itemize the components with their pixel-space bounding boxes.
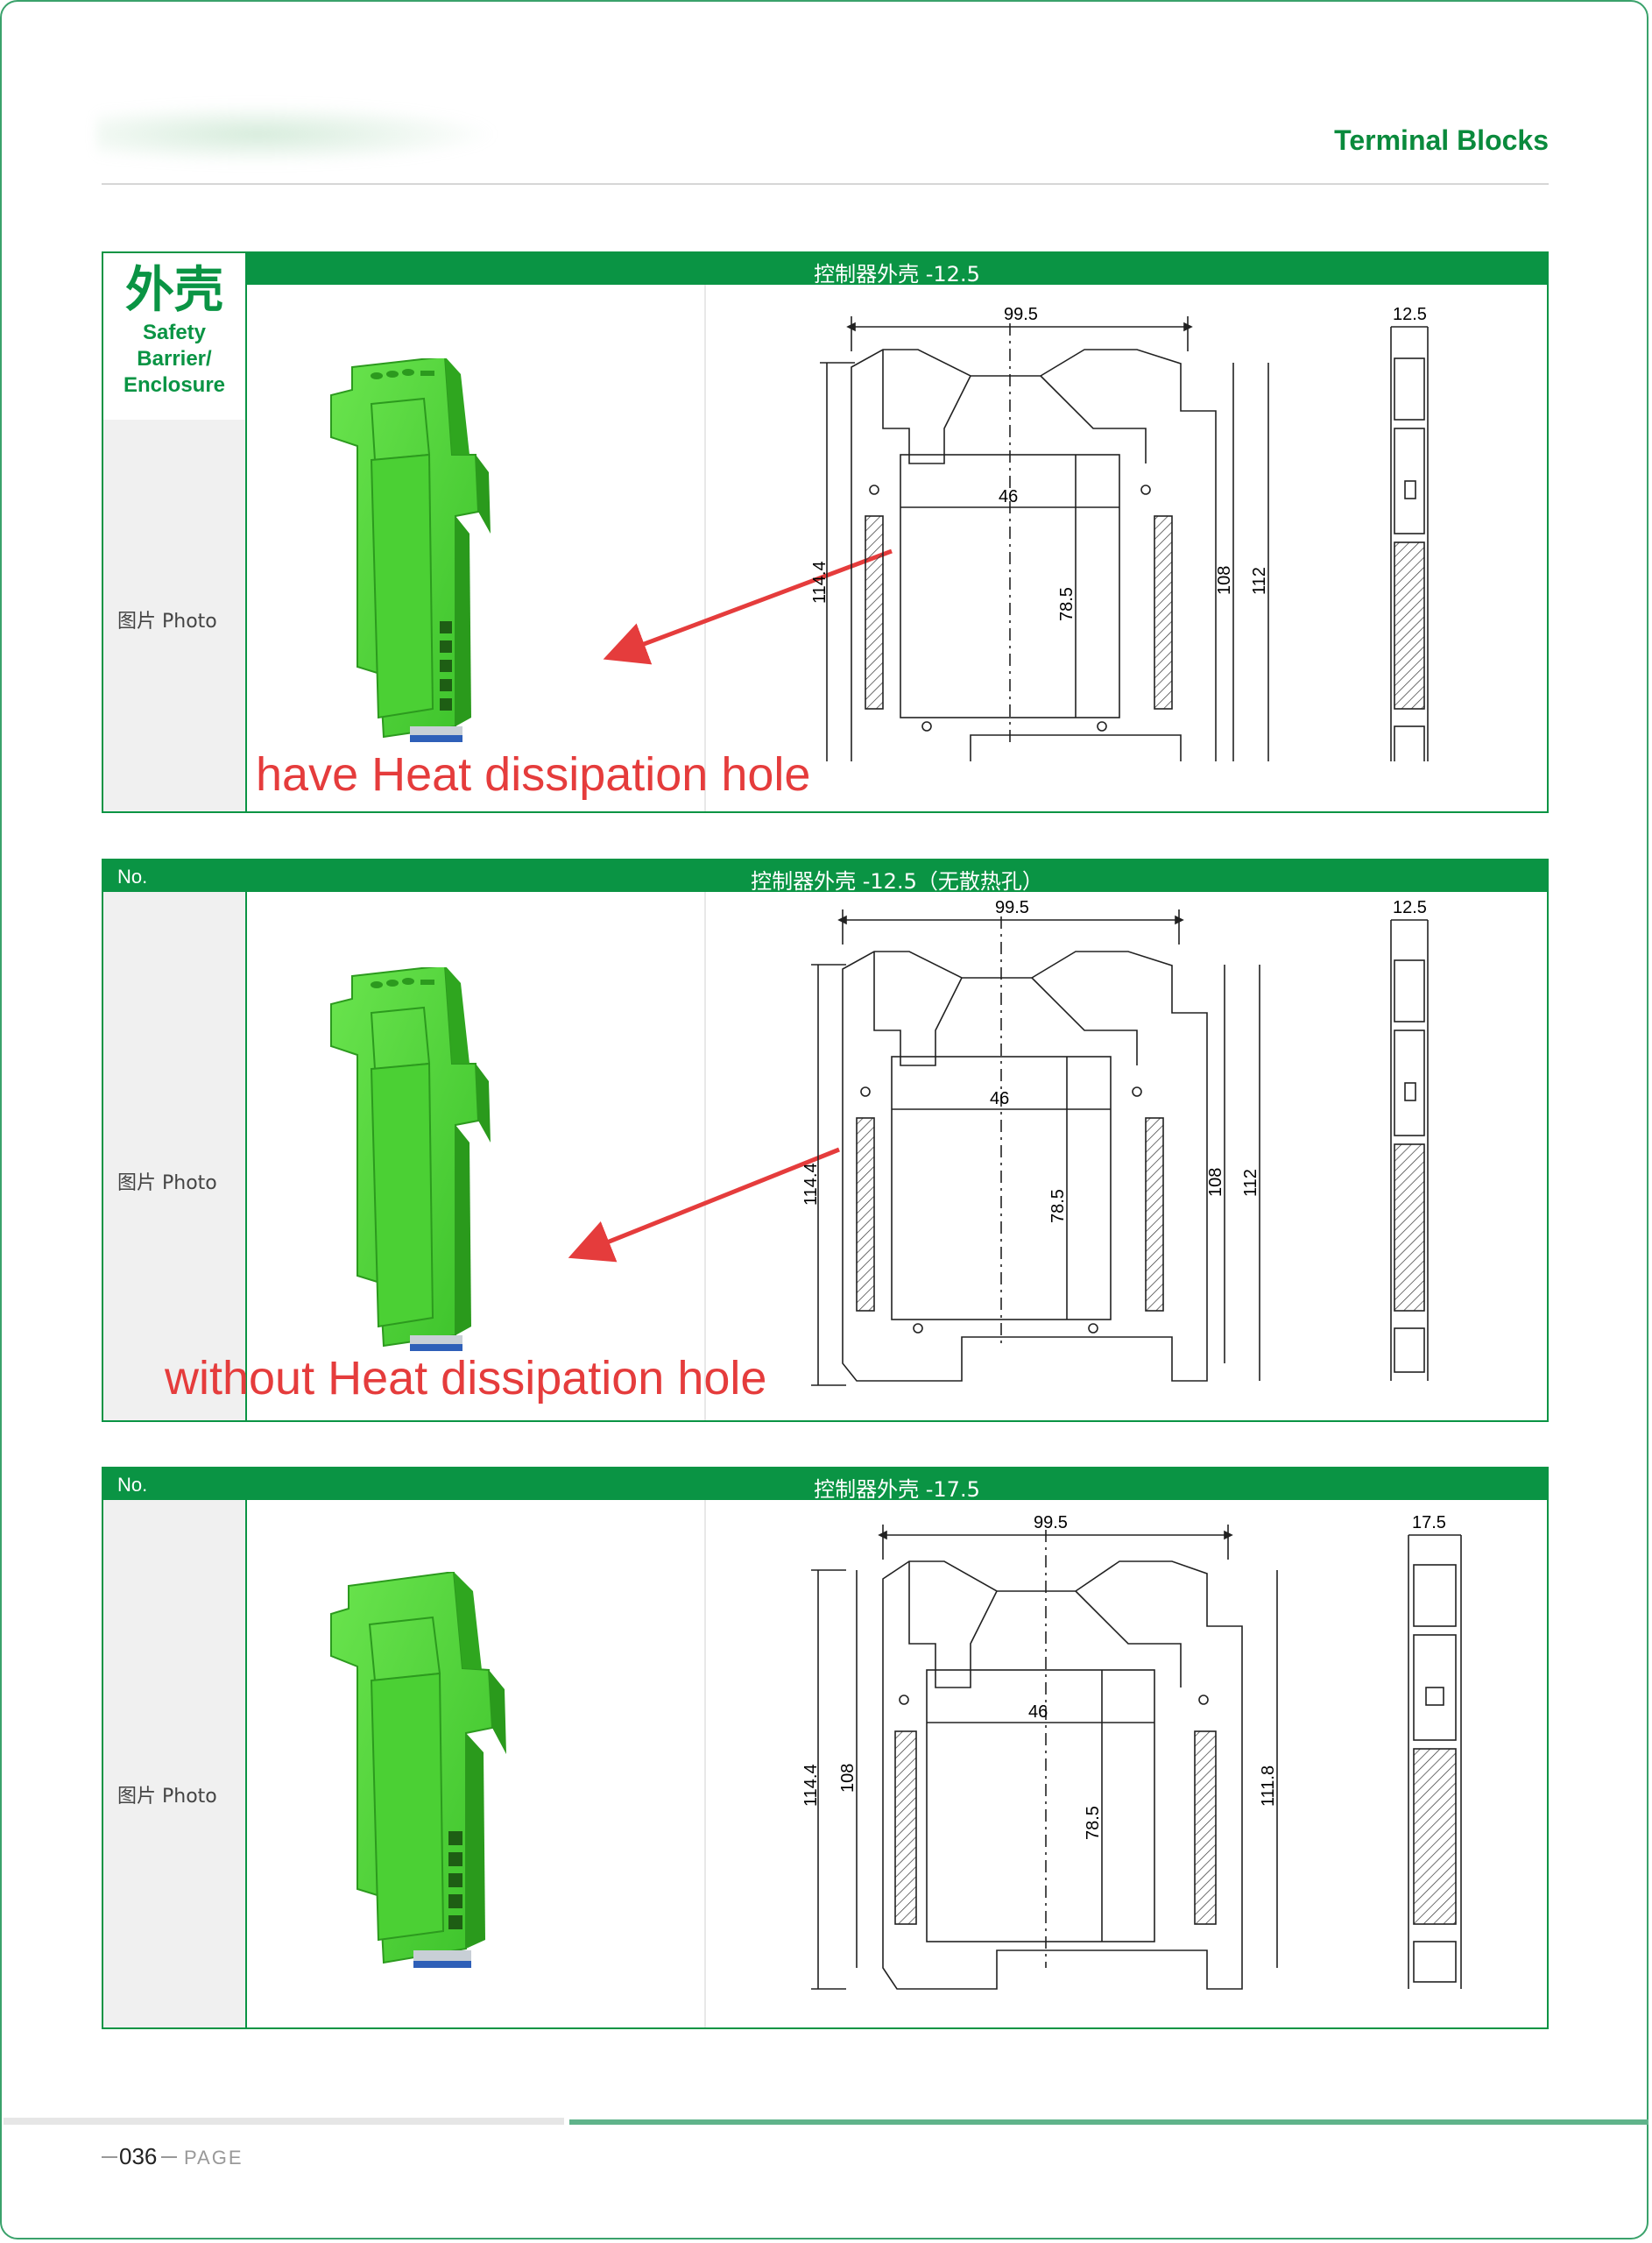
section-enclosure-12-5: 控制器外壳 -12.5 图片 Photo 外壳 Safety Barrier/ … [102,251,1549,813]
dim-inner-width: 46 [990,1089,1009,1108]
header-title: Terminal Blocks [1334,124,1549,156]
category-en-line2: Barrier/ [137,347,212,371]
dim-side-width: 12.5 [1393,899,1427,917]
dim-height-total: 114.4 [813,561,830,604]
section-title: 控制器外壳 -17.5 [814,1477,980,1502]
dim-height-total: 114.4 [804,1163,821,1206]
dim-width-top: 99.5 [1004,306,1038,324]
label-column: 图片 Photo [103,1500,247,2027]
dim-height-b: 112 [1241,1169,1260,1197]
section-header: 控制器外壳 -12.5 [103,253,1547,287]
technical-drawing: 99.5 114.4 46 78.5 108 112 12.5 [813,306,1429,761]
section-enclosure-12-5-no-holes: No. 控制器外壳 -12.5（无散热孔） 图片 Photo without H… [102,859,1549,1422]
arrow-icon [568,1147,840,1263]
product-photo [330,967,491,1351]
section-header: No. 控制器外壳 -17.5 [103,1468,1547,1502]
dim-side-width: 17.5 [1412,1513,1446,1532]
page-label: PAGE [184,2147,244,2169]
section-header: No. 控制器外壳 -12.5（无散热孔） [103,860,1547,894]
section-title: 控制器外壳 -12.5 [814,262,980,287]
dim-inner-height: 78.5 [1048,1189,1068,1223]
section-no-label: No. [117,1474,148,1496]
category-en-line3: Enclosure [123,373,226,397]
product-photo [330,358,491,742]
section-enclosure-17-5: No. 控制器外壳 -17.5 图片 Photo [102,1467,1549,2029]
technical-drawing: 99.5 114.4 108 46 78.5 111.8 17.5 [804,1513,1462,1990]
footer-bar-right [569,2119,1648,2125]
arrow-icon [603,548,893,665]
footer-dash [102,2156,117,2158]
dim-width-top: 99.5 [995,899,1029,917]
heat-hole-note: have Heat dissipation hole [256,748,811,801]
dim-side-width: 12.5 [1393,306,1427,324]
photo-label: 图片 Photo [117,1172,217,1194]
column-divider [704,285,706,811]
dim-inner-height: 78.5 [1084,1806,1103,1840]
label-column: 图片 Photo [103,892,247,1420]
company-logo [96,103,499,165]
dim-height-a: 108 [1206,1168,1225,1197]
technical-drawing: 99.5 114.4 46 78.5 108 112 12.5 [804,899,1429,1386]
dim-height-a: 108 [838,1764,858,1793]
dim-height-a: 108 [1215,566,1234,595]
dim-height-b: 111.8 [1259,1765,1278,1807]
product-photo [330,1572,506,1968]
dim-inner-width: 46 [1028,1702,1048,1722]
footer-dash [161,2156,177,2158]
footer-bar-left [4,2118,564,2125]
photo-label: 图片 Photo [117,611,217,633]
dim-height-b: 112 [1250,567,1269,595]
dim-inner-height: 78.5 [1057,587,1077,621]
dim-height-total: 114.4 [804,1764,821,1807]
section-title: 控制器外壳 -12.5（无散热孔） [751,869,1043,894]
header-rule [102,183,1549,185]
photo-label: 图片 Photo [117,1786,217,1808]
dim-inner-width: 46 [999,487,1018,506]
page-number: 036 [119,2143,158,2169]
column-divider [704,1500,706,2027]
category-box: 外壳 Safety Barrier/ Enclosure [103,253,247,420]
section-no-label: No. [117,866,148,888]
no-heat-hole-note: without Heat dissipation hole [165,1352,767,1405]
dim-width-top: 99.5 [1034,1513,1068,1532]
column-divider [704,892,706,1420]
category-en-line1: Safety [142,321,207,344]
category-cn: 外壳 [125,262,223,319]
